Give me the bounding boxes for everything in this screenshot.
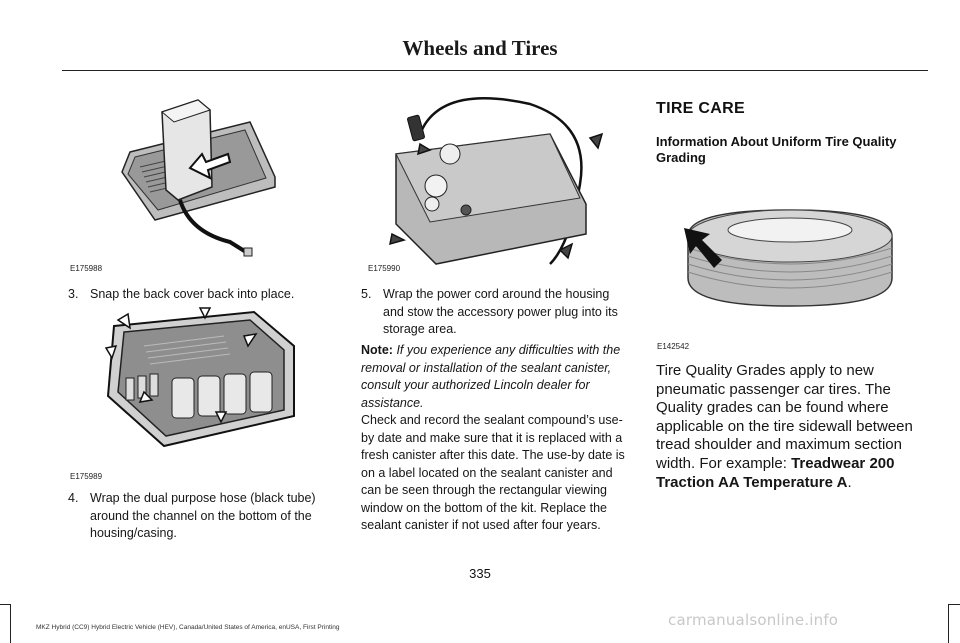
note-label: Note: [361, 343, 393, 357]
note-text: If you experience any difficulties with … [361, 343, 621, 410]
figure-tire [680, 196, 900, 318]
step-3: 3. Snap the back cover back into place. [68, 286, 338, 304]
step-number: 5. [361, 287, 372, 301]
housing-bottom-illustration [104, 307, 295, 448]
paragraph-end: . [847, 473, 852, 491]
figure-id-e175988: E175988 [70, 264, 103, 273]
compressor-illustration [389, 97, 604, 265]
step-5: 5. Wrap the power cord around the housin… [361, 286, 633, 339]
crop-mark [949, 604, 960, 605]
figure-hose-channel [104, 306, 304, 454]
crop-mark [0, 604, 10, 605]
header-divider [62, 70, 928, 71]
back-cover-illustration [121, 99, 276, 257]
note-paragraph: Note: If you experience any difficulties… [361, 342, 633, 412]
step-4: 4. Wrap the dual purpose hose (black tub… [68, 490, 340, 543]
tire-quality-paragraph: Tire Quality Grades apply to new pneumat… [656, 362, 932, 492]
step-text: Wrap the dual purpose hose (black tube) … [90, 491, 316, 540]
section-title: TIRE CARE [656, 100, 745, 117]
sealant-paragraph: Check and record the sealant compound’s … [361, 413, 625, 532]
figure-id-e142542: E142542 [657, 342, 690, 351]
crop-mark [10, 604, 11, 643]
paragraph-text: Tire Quality Grades apply to new pneumat… [656, 362, 913, 472]
tire-illustration [684, 209, 893, 307]
step-number: 3. [68, 287, 79, 301]
figure-compressor [380, 94, 620, 270]
watermark: carmanualsonline.info [668, 611, 839, 629]
step-text: Snap the back cover back into place. [90, 287, 295, 301]
page-header-title: Wheels and Tires [402, 36, 558, 60]
crop-mark [948, 604, 949, 643]
subsection-title: Information About Uniform Tire Quality G… [656, 134, 897, 165]
step-text: Wrap the power cord around the housing a… [383, 287, 618, 336]
step-number: 4. [68, 491, 79, 505]
footer-text: MKZ Hybrid (CC9) Hybrid Electric Vehicle… [36, 624, 340, 631]
figure-id-e175989: E175989 [70, 472, 103, 481]
example-grade: Treadwear 200 Traction AA Temperature A [656, 454, 895, 491]
figure-id-e175990: E175990 [368, 264, 401, 273]
page-number: 335 [469, 566, 491, 581]
figure-back-cover [100, 92, 290, 264]
